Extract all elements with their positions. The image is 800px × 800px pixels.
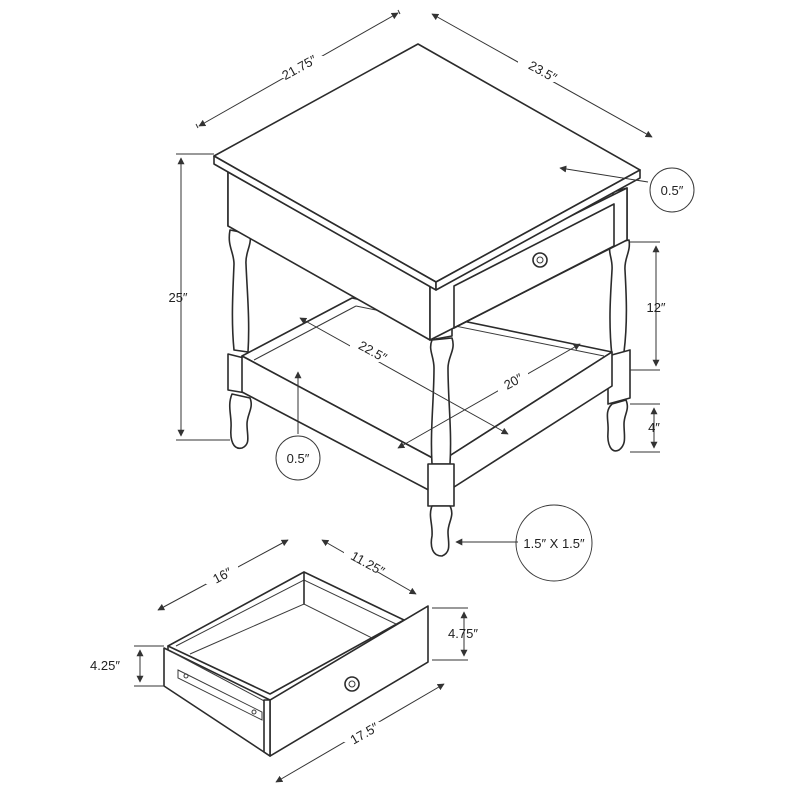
end-table-drawing <box>213 43 641 557</box>
dim-drawer-side-height-label: 4.25″ <box>90 658 120 673</box>
dim-shelf-thickness-label: 0.5″ <box>287 451 310 466</box>
drawer-drawing <box>163 571 429 757</box>
dim-leg-size-label: 1.5″ X 1.5″ <box>523 536 585 551</box>
dim-height-label: 25″ <box>168 290 187 305</box>
table-dimensions: 21.75″ 23.5″ 0.5″ 25″ 12″ 4″ 22.5″ 20″ <box>168 9 695 582</box>
dim-leg-clearance-label: 4″ <box>648 420 660 435</box>
dim-top-thickness-label: 0.5″ <box>661 183 684 198</box>
table-drawer-front <box>453 203 615 329</box>
dim-apron-height-label: 12″ <box>646 300 665 315</box>
dim-drawer-front-height-label: 4.75″ <box>448 626 478 641</box>
